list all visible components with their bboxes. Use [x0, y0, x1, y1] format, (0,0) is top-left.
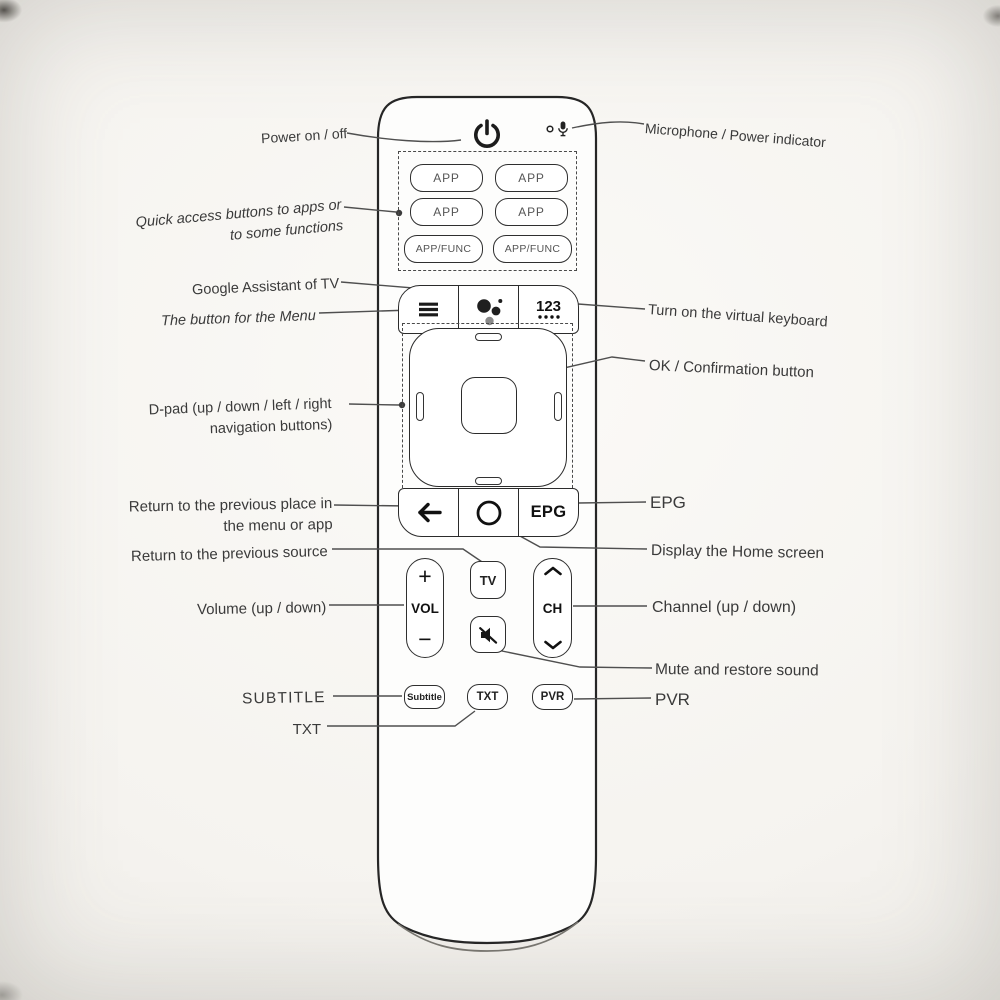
leader-txt — [327, 710, 476, 727]
label-epg: EPG — [650, 493, 686, 512]
dpad-down-mark[interactable] — [475, 477, 502, 485]
microphone-icon — [546, 121, 568, 137]
leader-menu — [318, 309, 413, 314]
chevron-down-icon[interactable] — [543, 640, 563, 650]
label-dpad: D-pad (up / down / left / right navigati… — [148, 396, 333, 438]
txt-button[interactable]: TXT — [467, 684, 508, 710]
menu-assistant-keyboard-row: 123 — [398, 285, 579, 334]
google-assistant-button[interactable] — [458, 286, 519, 333]
label-return-place: Return to the previous place in the menu… — [128, 495, 333, 535]
mute-button[interactable] — [470, 616, 506, 653]
app-button-4[interactable]: APP — [495, 198, 568, 226]
google-assistant-icon — [476, 298, 502, 325]
leader-microphone — [571, 121, 645, 129]
chevron-up-icon[interactable] — [543, 566, 563, 576]
back-arrow-icon — [417, 502, 442, 523]
menu-button[interactable] — [399, 286, 458, 333]
volume-rocker[interactable]: + VOL − — [406, 558, 444, 658]
dpad-right-mark[interactable] — [554, 392, 562, 421]
leader-dpad — [348, 403, 400, 406]
quick-access-group — [398, 151, 577, 271]
label-pvr: PVR — [655, 690, 690, 709]
keyboard-button-label: 123 — [535, 298, 562, 315]
home-circle-icon — [476, 500, 501, 525]
ok-button[interactable] — [461, 377, 517, 434]
app-button-1[interactable]: APP — [410, 164, 483, 192]
leader-epg — [577, 501, 647, 504]
pvr-button[interactable]: PVR — [532, 684, 573, 710]
app-button-2[interactable]: APP — [495, 164, 568, 192]
subtitle-button[interactable]: Subtitle — [404, 685, 445, 709]
leader-power — [346, 132, 462, 143]
leader-dot-dpad — [398, 401, 406, 409]
leader-quick-access — [343, 206, 397, 213]
leader-mute — [496, 649, 653, 669]
app-button-3[interactable]: APP — [410, 198, 483, 226]
home-button[interactable] — [458, 489, 519, 536]
leader-pvr — [573, 697, 652, 700]
back-home-epg-row: EPG — [398, 488, 579, 537]
remote-bottom-shadow — [397, 921, 579, 952]
label-txt: TXT — [292, 721, 321, 738]
label-mute: Mute and restore sound — [654, 661, 819, 680]
label-volume: Volume (up / down) — [196, 599, 327, 619]
channel-label: CH — [542, 600, 563, 616]
virtual-keyboard-button[interactable]: 123 — [519, 286, 578, 333]
leader-return-place — [333, 504, 410, 507]
channel-rocker[interactable]: CH — [533, 558, 572, 658]
tv-button[interactable]: TV — [470, 561, 506, 599]
leader-return-source — [332, 548, 489, 567]
keyboard-dots-icon — [537, 315, 560, 319]
label-subtitle: SUBTITLE — [242, 689, 327, 708]
dpad-left-mark[interactable] — [416, 392, 424, 421]
volume-label: VOL — [411, 600, 439, 616]
app-func-button-1[interactable]: APP/FUNC — [404, 235, 483, 263]
back-button[interactable] — [399, 489, 458, 536]
power-icon — [474, 119, 500, 148]
leader-keyboard — [577, 303, 646, 310]
mute-icon — [479, 626, 498, 644]
app-func-button-2[interactable]: APP/FUNC — [493, 235, 572, 263]
volume-up-label[interactable]: + — [418, 563, 432, 589]
epg-button-label: EPG — [530, 503, 567, 521]
label-home: Display the Home screen — [650, 542, 825, 563]
menu-icon — [419, 302, 438, 317]
microphone-power-indicator — [545, 120, 571, 138]
dpad-up-mark[interactable] — [475, 333, 502, 341]
volume-down-label[interactable]: − — [418, 626, 432, 653]
epg-button[interactable]: EPG — [519, 489, 578, 536]
label-channel: Channel (up / down) — [652, 599, 797, 616]
power-button[interactable] — [470, 117, 504, 151]
